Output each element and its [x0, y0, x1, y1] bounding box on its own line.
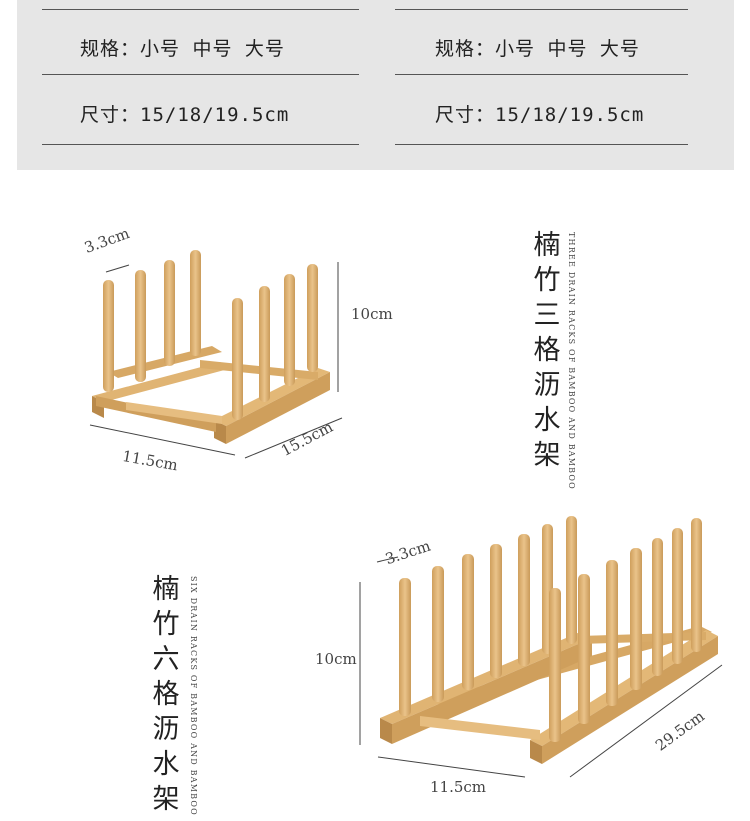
title-char: 楠 — [152, 574, 180, 605]
title-char: 沥 — [533, 370, 561, 401]
six-grid-subtitle: SIX DRAIN RACKS OF BAMBOO AND BAMBOO — [189, 576, 198, 816]
width-label: 11.5cm — [430, 778, 487, 796]
three-grid-rack-image — [89, 250, 343, 459]
title-char: 沥 — [152, 714, 180, 745]
height-label: 10cm — [315, 650, 357, 668]
spec-label: 规格：小号 中号 大号 — [435, 38, 640, 60]
title-char: 架 — [533, 440, 561, 471]
divider — [42, 144, 359, 145]
title-char: 格 — [533, 335, 561, 366]
three-grid-subtitle: THREE DRAIN RACKS OF BAMBOO AND BAMBOO — [567, 232, 576, 490]
six-grid-title: 楠 竹 六 格 沥 水 架 — [149, 572, 183, 817]
size-label: 尺寸：15/18/19.5cm — [80, 104, 290, 126]
six-grid-rack-image — [359, 516, 723, 778]
divider — [42, 9, 359, 10]
title-char: 六 — [152, 644, 180, 675]
divider — [395, 9, 688, 10]
title-char: 竹 — [533, 265, 561, 296]
three-grid-title: 楠 竹 三 格 沥 水 架 — [530, 228, 564, 473]
title-char: 楠 — [533, 230, 561, 261]
height-label: 10cm — [351, 305, 393, 323]
spec-panel — [17, 0, 734, 170]
divider — [42, 74, 359, 75]
title-char: 三 — [533, 300, 561, 331]
title-char: 架 — [152, 784, 180, 815]
title-char: 竹 — [152, 609, 180, 640]
title-char: 水 — [533, 405, 561, 436]
title-char: 格 — [152, 679, 180, 710]
spec-label: 规格：小号 中号 大号 — [80, 38, 285, 60]
size-label: 尺寸：15/18/19.5cm — [435, 104, 645, 126]
divider — [395, 144, 688, 145]
title-char: 水 — [152, 749, 180, 780]
divider — [395, 74, 688, 75]
